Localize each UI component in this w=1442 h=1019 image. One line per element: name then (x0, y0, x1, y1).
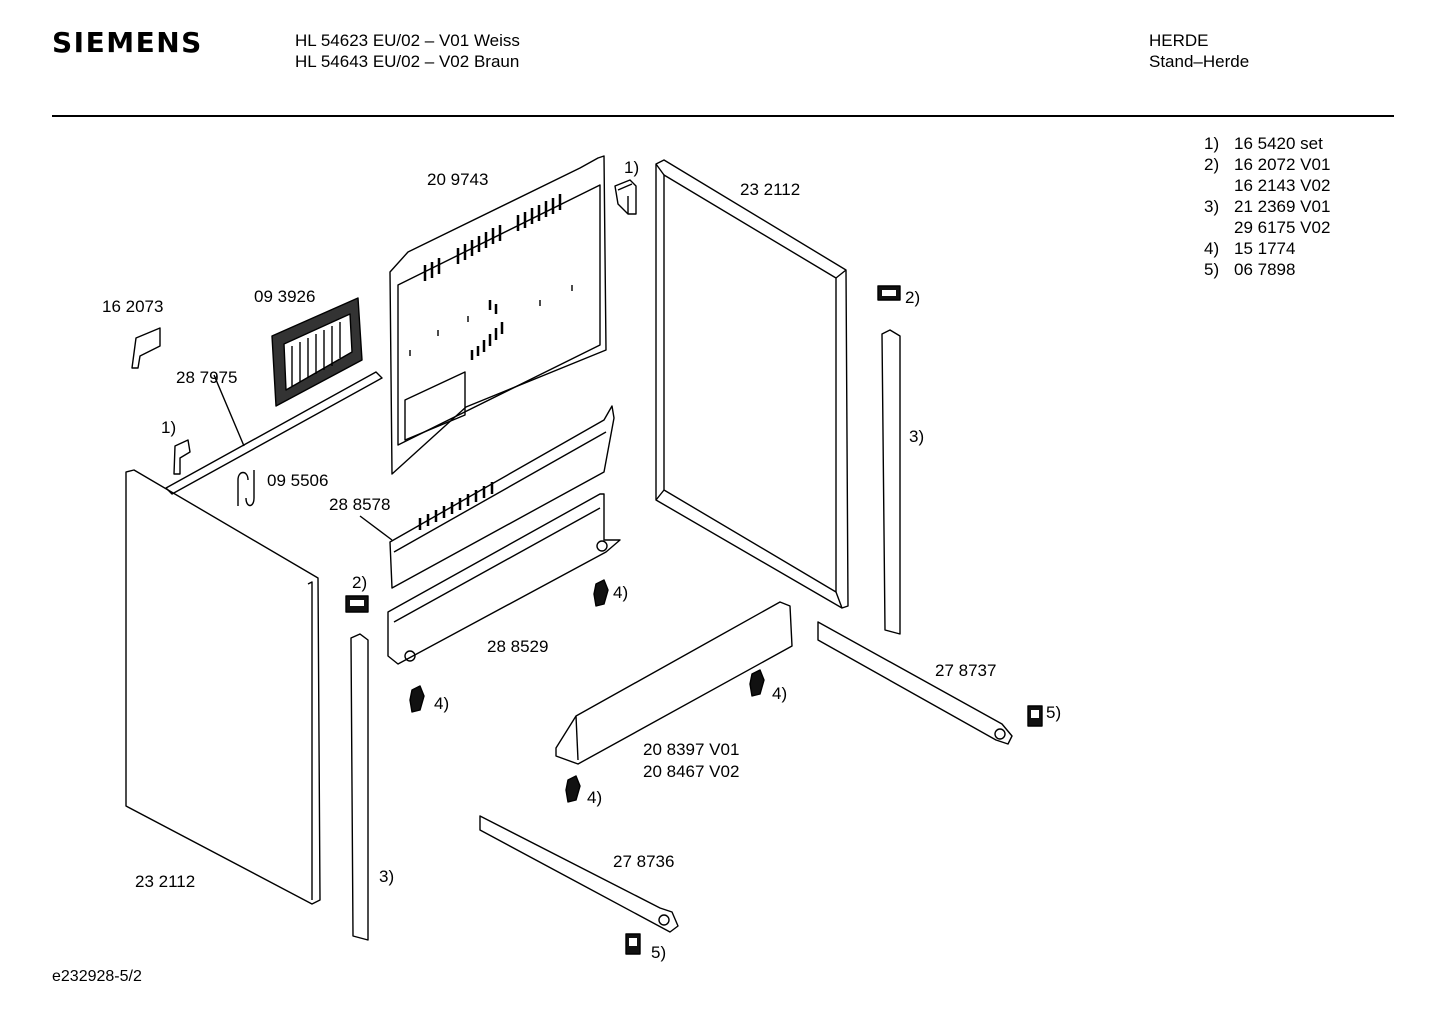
brand-logo: SIEMENS (52, 26, 203, 59)
front-strip-upper (360, 406, 614, 588)
label-rail-bottom: 27 8736 (613, 852, 675, 871)
label-ref-3-left: 3) (379, 867, 395, 886)
label-front-strip-upper: 28 8578 (329, 495, 391, 514)
clip-left-2 (346, 596, 368, 612)
document-id: e232928-5/2 (52, 968, 142, 985)
strip-left (351, 634, 368, 940)
label-ref-4-b: 4) (772, 684, 788, 703)
rail-right (818, 622, 1012, 744)
label-rail-right: 27 8737 (935, 661, 997, 680)
model-list: HL 54623 EU/02 – V01 Weiss HL 54643 EU/0… (295, 30, 520, 72)
label-top-rail: 28 7975 (176, 368, 238, 387)
left-side-panel (126, 470, 320, 904)
clip-left (174, 440, 190, 474)
label-ref-2-right: 2) (905, 288, 921, 307)
legend-row: 1)16 5420 set (1204, 134, 1323, 153)
clip-5 (626, 706, 1042, 954)
label-bracket: 16 2073 (102, 297, 164, 316)
label-ref-3-right: 3) (909, 427, 925, 446)
model-line-1: HL 54623 EU/02 – V01 Weiss (295, 31, 520, 50)
label-rear-panel: 20 9743 (427, 170, 489, 189)
legend-row: 3)21 2369 V01 (1204, 197, 1331, 216)
front-strip-lower (388, 494, 620, 664)
label-left-side-panel: 23 2112 (135, 872, 196, 891)
legend-row: 4)15 1774 (1204, 239, 1296, 258)
legend-row: 29 6175 V02 (1234, 218, 1331, 237)
category-line-2: Stand–Herde (1149, 52, 1250, 71)
parts-legend: 1)16 5420 set 2)16 2072 V01 16 2143 V02 … (1204, 133, 1330, 280)
bracket (132, 328, 160, 368)
screw-icon (410, 580, 764, 802)
category-block: HERDE Stand–Herde (1149, 30, 1249, 72)
label-ref-4-d: 4) (587, 788, 603, 807)
vent-grille (272, 298, 362, 406)
label-hook: 09 5506 (267, 471, 329, 490)
header-divider (52, 115, 1394, 117)
label-right-side-panel: 23 2112 (740, 180, 801, 199)
top-rail (166, 372, 382, 494)
legend-row: 2)16 2072 V01 (1204, 155, 1331, 174)
clip-top (615, 180, 636, 214)
category-line-1: HERDE (1149, 31, 1209, 50)
label-vent-grille: 09 3926 (254, 287, 316, 306)
label-base-plate-v01: 20 8397 V01 (643, 740, 740, 759)
strip-right (882, 330, 900, 634)
clip-right (878, 286, 900, 300)
hook (238, 470, 254, 506)
label-ref-5-bottom: 5) (651, 943, 667, 962)
label-ref-4-c: 4) (434, 694, 450, 713)
rail-bottom (480, 816, 678, 932)
label-front-strip-lower: 28 8529 (487, 637, 549, 656)
label-base-plate-v02: 20 8467 V02 (643, 762, 740, 781)
legend-row: 16 2143 V02 (1234, 176, 1331, 195)
label-ref-1-top: 1) (624, 158, 640, 177)
label-ref-4-a: 4) (613, 583, 629, 602)
label-ref-2-left: 2) (352, 573, 368, 592)
right-side-panel (656, 160, 848, 608)
label-ref-5-right: 5) (1046, 703, 1062, 722)
model-line-2: HL 54643 EU/02 – V02 Braun (295, 52, 520, 71)
rear-panel (390, 156, 606, 474)
label-ref-1-left: 1) (161, 418, 177, 437)
legend-row: 5)06 7898 (1204, 260, 1296, 279)
base-plate (556, 602, 792, 764)
